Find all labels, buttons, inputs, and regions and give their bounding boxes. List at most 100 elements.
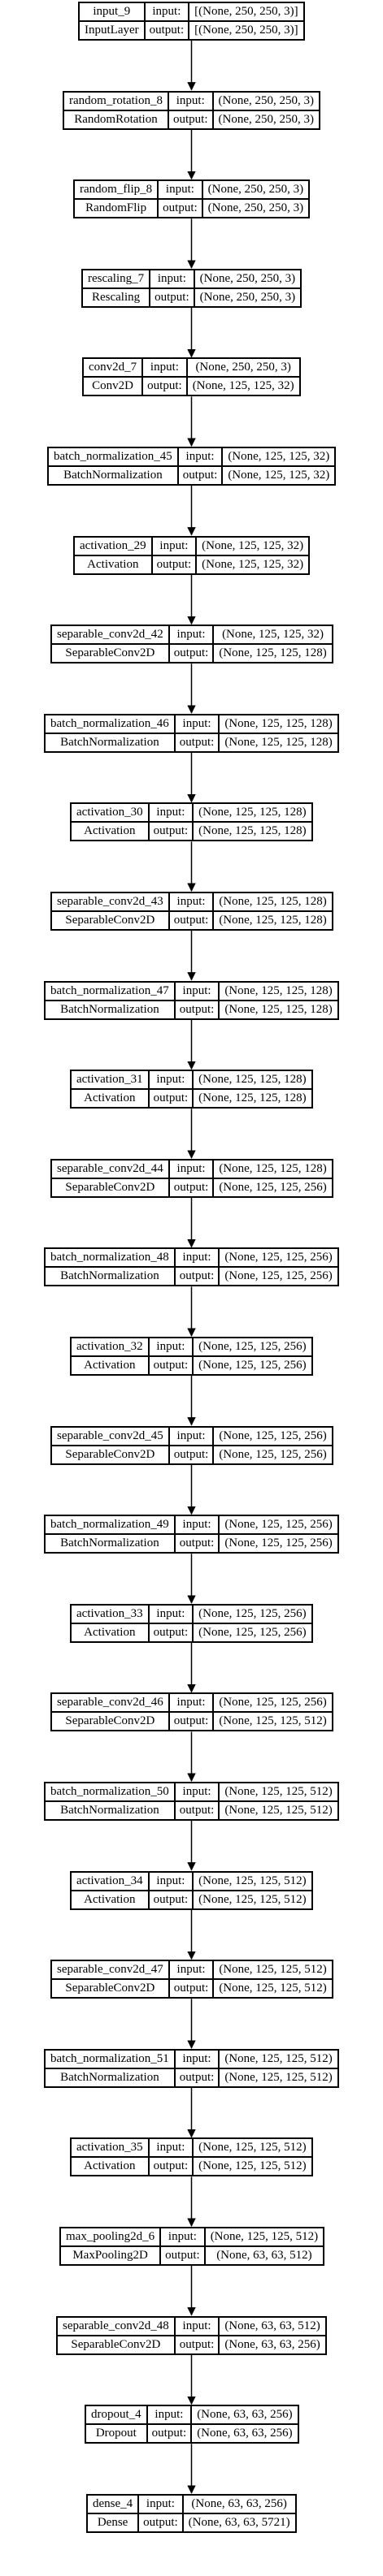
shape-cell: (None, 125, 125, 512)(None, 125, 125, 51… <box>220 2051 337 2086</box>
input-shape: (None, 125, 125, 128) <box>224 716 333 730</box>
shape-cell: (None, 125, 125, 256)(None, 125, 125, 51… <box>214 1694 332 1730</box>
layer-name: activation_33 <box>76 1606 143 1620</box>
input-label: input: <box>156 1073 185 1087</box>
input-label: input: <box>168 2230 197 2243</box>
shape-cell: (None, 125, 125, 256)(None, 125, 125, 25… <box>220 1249 337 1285</box>
output-label: output: <box>161 2245 204 2264</box>
layer-type: Activation <box>72 1889 148 1908</box>
input-label: input: <box>185 450 215 463</box>
io-label-cell: input:output: <box>147 2406 193 2443</box>
layer-type: Activation <box>75 554 151 573</box>
shape-cell: (None, 125, 125, 128)(None, 125, 125, 25… <box>214 1160 332 1196</box>
shape-cell: (None, 125, 125, 32)(None, 125, 125, 32) <box>223 448 335 484</box>
shape-cell: (None, 125, 125, 128) (None, 125, 125, 12… <box>220 983 337 1018</box>
shape-cell: (None, 125, 125, 512)(None, 125, 125, 51… <box>214 1961 332 1997</box>
layer-type: Activation <box>72 821 148 840</box>
output-label: output: <box>175 999 219 1018</box>
layer-type: Dropout <box>86 2423 146 2442</box>
layer-type: Activation <box>72 1088 148 1107</box>
layer-name: batch_normalization_51 <box>50 2051 169 2065</box>
output-shape: [(None, 250, 250, 3)] <box>189 20 303 39</box>
input-label: input: <box>156 806 185 819</box>
io-label-cell: input:output: <box>169 1694 215 1731</box>
output-shape: (None, 125, 125, 512) <box>194 1889 311 1908</box>
layer-type: SeparableConv2D <box>52 1978 168 1997</box>
layer-type: SeparableConv2D <box>52 643 168 662</box>
input-shape: (None, 125, 125, 128) <box>219 895 327 908</box>
output-shape: (None, 250, 250, 3) <box>194 287 301 306</box>
layer-type: RandomRotation <box>64 109 168 128</box>
layer-name: activation_29 <box>80 538 146 552</box>
layer-name: batch_normalization_48 <box>50 1251 169 1264</box>
input-shape: (None, 125, 125, 128) <box>198 806 307 819</box>
layer-name: separable_conv2d_46 <box>57 1696 163 1709</box>
layer-name: separable_conv2d_48 <box>63 2319 169 2332</box>
input-shape: (None, 125, 125, 256) <box>224 1518 333 1532</box>
input-shape: (None, 125, 125, 128) <box>224 983 333 997</box>
layer-name: separable_conv2d_44 <box>57 1161 163 1175</box>
layer-type: BatchNormalization <box>46 732 174 751</box>
output-label: output: <box>149 1889 193 1908</box>
layer-type: SeparableConv2D <box>52 1711 168 1730</box>
shape-cell: (None, 63, 63, 256)(None, 63, 63, 256) <box>192 2406 298 2442</box>
input-label: input: <box>182 983 211 997</box>
io-label-cell: input:output: <box>159 181 203 218</box>
output-shape: (None, 125, 125, 512) <box>220 2067 337 2086</box>
shape-cell: (None, 125, 125, 32)(None, 125, 125, 128… <box>214 626 332 662</box>
output-shape: (None, 125, 125, 128) <box>214 643 332 662</box>
layer-type: Activation <box>72 2156 148 2175</box>
io-label-cell: input:output: <box>175 1516 220 1553</box>
output-label: output: <box>149 1088 193 1107</box>
input-label: input: <box>156 2141 185 2155</box>
output-shape: (None, 125, 125, 128) <box>220 999 337 1018</box>
output-label: output: <box>175 732 219 751</box>
io-label-cell: input:output: <box>178 448 224 484</box>
layer-name: activation_34 <box>76 1874 143 1887</box>
shape-cell: (None, 125, 125, 32)(None, 125, 125, 32) <box>197 538 309 573</box>
output-shape: (None, 250, 250, 3) <box>202 198 309 217</box>
io-label-cell: input:output: <box>175 2317 220 2353</box>
input-shape: (None, 125, 125, 256) <box>198 1340 307 1353</box>
layer-type: BatchNormalization <box>46 2067 174 2086</box>
output-shape: (None, 125, 125, 256) <box>194 1355 311 1374</box>
output-shape: (None, 125, 125, 256) <box>220 1266 337 1285</box>
shape-cell: (None, 125, 125, 256) (None, 125, 125, 25… <box>194 1338 311 1374</box>
io-label-cell: input:output: <box>169 1427 215 1463</box>
layer-name: separable_conv2d_43 <box>57 895 163 908</box>
io-label-cell: input: output: <box>175 982 220 1018</box>
shape-cell: (None, 250, 250, 3)(None, 125, 125, 32) <box>187 359 299 395</box>
shape-cell: (None, 125, 125, 128)(None, 125, 125, 12… <box>194 1071 311 1107</box>
output-shape: (None, 125, 125, 32) <box>197 554 309 573</box>
output-label: output: <box>149 821 193 840</box>
input-label: input: <box>176 1161 206 1175</box>
shape-cell: (None, 250, 250, 3)(None, 250, 250, 3) <box>194 270 301 306</box>
input-shape: (None, 250, 250, 3) <box>207 183 304 197</box>
io-label-cell: input:output: <box>145 3 190 39</box>
